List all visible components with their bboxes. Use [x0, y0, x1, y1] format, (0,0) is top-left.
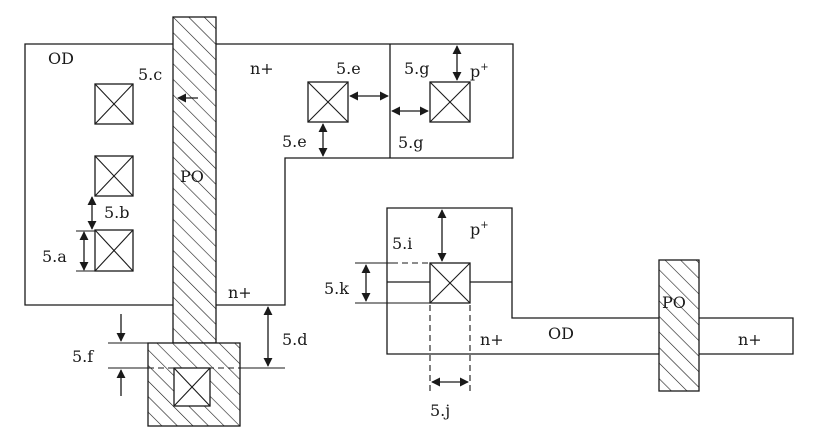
label-nplus-top: n+	[250, 59, 274, 78]
label-po-right: PO	[662, 293, 686, 312]
contact-on-po-pad	[173, 367, 211, 407]
rule-5c-label: 5.c	[138, 65, 162, 84]
po-gate-left	[172, 16, 217, 344]
label-po-left: PO	[180, 167, 204, 186]
label-pplus-top: p+	[470, 62, 489, 81]
rule-5a-label: 5.a	[42, 247, 67, 266]
rule-5e-label-bottom: 5.e	[282, 132, 307, 151]
label-nplus-right-end: n+	[738, 330, 762, 349]
contact-left-2	[94, 155, 134, 197]
rule-5b-label: 5.b	[104, 203, 130, 222]
contact-pplus-top	[429, 81, 471, 123]
contact-nplus-top	[307, 81, 349, 123]
od-region-left	[24, 43, 514, 306]
contact-left-3	[94, 229, 134, 272]
po-gate-right	[658, 259, 700, 392]
label-nplus-left-bottom: n+	[228, 283, 252, 302]
rule-5j-label: 5.j	[430, 401, 450, 420]
label-od-right: OD	[548, 324, 574, 343]
contact-right	[429, 262, 471, 304]
rule-5k-label: 5.k	[324, 279, 349, 298]
contact-left-1	[94, 83, 134, 125]
rule-5e-label-top: 5.e	[336, 59, 361, 78]
rule-5g-label-bottom: 5.g	[398, 133, 424, 152]
label-od-left: OD	[48, 49, 74, 68]
label-nplus-right-mid: n+	[480, 330, 504, 349]
pplus-region-right	[386, 207, 794, 355]
rule-5f-label: 5.f	[72, 347, 94, 366]
rule-5i-label: 5.i	[392, 234, 412, 253]
rule-5g-label-top: 5.g	[404, 59, 430, 78]
label-pplus-right: p+	[470, 220, 489, 239]
rule-5d-label: 5.d	[282, 330, 308, 349]
